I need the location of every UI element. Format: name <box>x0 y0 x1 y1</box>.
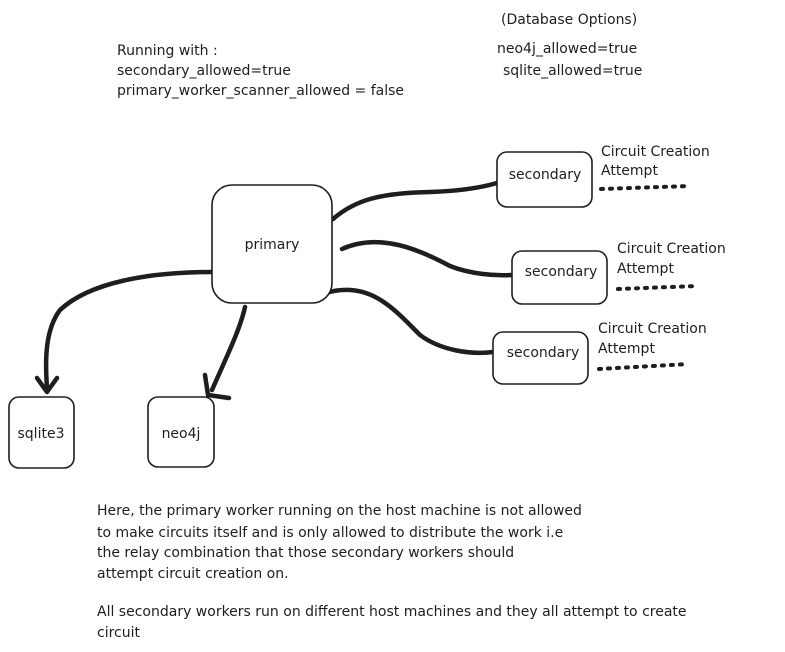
explanation-p2-line-1: All secondary workers run on different h… <box>97 604 687 620</box>
circuit-attempt-3-line-1: Circuit Creation <box>598 321 707 337</box>
circuit-attempt-1: Circuit Creation Attempt <box>599 144 710 191</box>
circuit-attempt-1-dots <box>599 184 692 191</box>
database-options-line-1: neo4j_allowed=true <box>497 41 637 57</box>
arrow-head-neo4j <box>202 372 232 401</box>
edge-primary-to-secondary-2 <box>339 239 514 278</box>
secondary-node-2: secondary <box>511 250 608 305</box>
circuit-attempt-3-dots <box>597 362 690 371</box>
arrow-head-sqlite3 <box>34 375 60 395</box>
circuit-attempt-2-line-2: Attempt <box>617 261 674 277</box>
primary-node-label: primary <box>245 237 300 253</box>
edge-primary-to-secondary-3 <box>323 287 496 356</box>
secondary-node-1-label: secondary <box>509 167 582 183</box>
secondary-node-2-label: secondary <box>525 264 598 280</box>
explanation-p1-line-4: attempt circuit creation on. <box>97 566 289 582</box>
neo4j-node: neo4j <box>147 396 215 468</box>
secondary-node-3: secondary <box>492 331 589 385</box>
edge-primary-to-secondary-1 <box>330 180 500 222</box>
sqlite3-node: sqlite3 <box>8 396 75 469</box>
explanation-p1-line-2: to make circuits itself and is only allo… <box>97 525 563 541</box>
circuit-attempt-3: Circuit Creation Attempt <box>597 321 707 371</box>
database-options-line-2: sqlite_allowed=true <box>503 63 642 79</box>
circuit-attempt-2-line-1: Circuit Creation <box>617 241 726 257</box>
circuit-attempt-2: Circuit Creation Attempt <box>616 241 726 291</box>
primary-node: primary <box>211 184 333 304</box>
circuit-attempt-3-line-2: Attempt <box>598 341 655 357</box>
explanation-text: Here, the primary worker running on the … <box>97 503 687 641</box>
sqlite3-node-label: sqlite3 <box>18 426 65 442</box>
explanation-p1-line-1: Here, the primary worker running on the … <box>97 503 582 519</box>
explanation-p2-line-2: circuit <box>97 625 140 641</box>
circuit-attempt-1-line-1: Circuit Creation <box>601 144 710 160</box>
config-note-line-2: secondary_allowed=true <box>117 63 291 79</box>
config-note-line-1: Running with : <box>117 43 218 59</box>
database-options-note: (Database Options) neo4j_allowed=true sq… <box>497 12 642 79</box>
secondary-node-3-label: secondary <box>507 345 580 361</box>
edge-primary-to-sqlite3 <box>43 269 215 391</box>
config-note-line-3: primary_worker_scanner_allowed = false <box>117 83 404 99</box>
circuit-attempt-2-dots <box>616 284 699 291</box>
edge-primary-to-neo4j <box>209 304 248 393</box>
database-options-title: (Database Options) <box>501 12 637 28</box>
circuit-attempt-1-line-2: Attempt <box>601 163 658 179</box>
explanation-p1-line-3: the relay combination that those seconda… <box>97 545 514 561</box>
neo4j-node-label: neo4j <box>162 426 201 442</box>
secondary-node-1: secondary <box>496 151 593 208</box>
config-note: Running with : secondary_allowed=true pr… <box>117 43 404 99</box>
